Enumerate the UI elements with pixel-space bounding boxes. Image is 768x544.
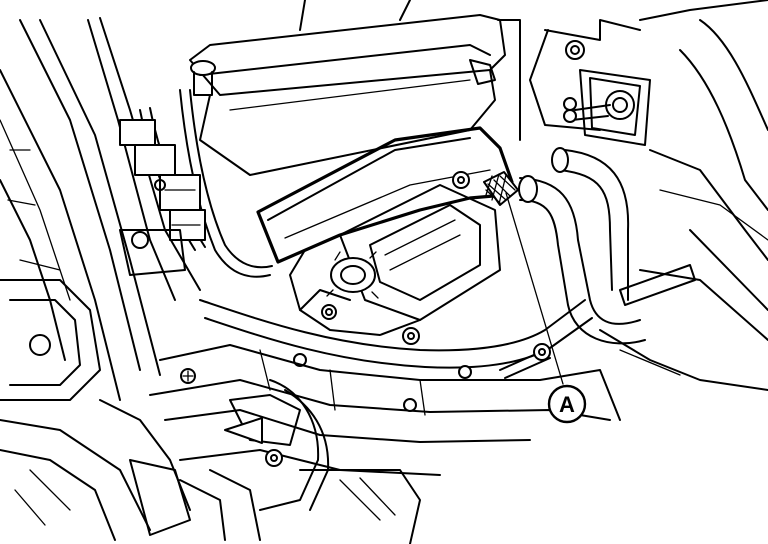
callout-a-leader-line <box>505 192 564 385</box>
right-bracket <box>529 19 651 146</box>
coolant-hoses <box>199 147 646 369</box>
module-bolts <box>293 171 470 367</box>
gear-wheel <box>326 251 379 299</box>
left-body-panel <box>0 17 201 401</box>
upper-duct-housing <box>189 0 521 176</box>
right-structure <box>599 0 768 391</box>
actuator-body <box>289 184 501 336</box>
lower-right-bolt <box>499 343 551 379</box>
left-lower-bracket <box>0 279 191 541</box>
callout-a-circle <box>547 384 587 424</box>
callout-a: A <box>505 192 587 424</box>
callout-a-label: A <box>559 392 575 417</box>
connector-stack <box>119 119 206 276</box>
lower-mounts <box>129 379 421 544</box>
top-bolt <box>190 60 216 96</box>
electrical-connector <box>483 171 519 206</box>
